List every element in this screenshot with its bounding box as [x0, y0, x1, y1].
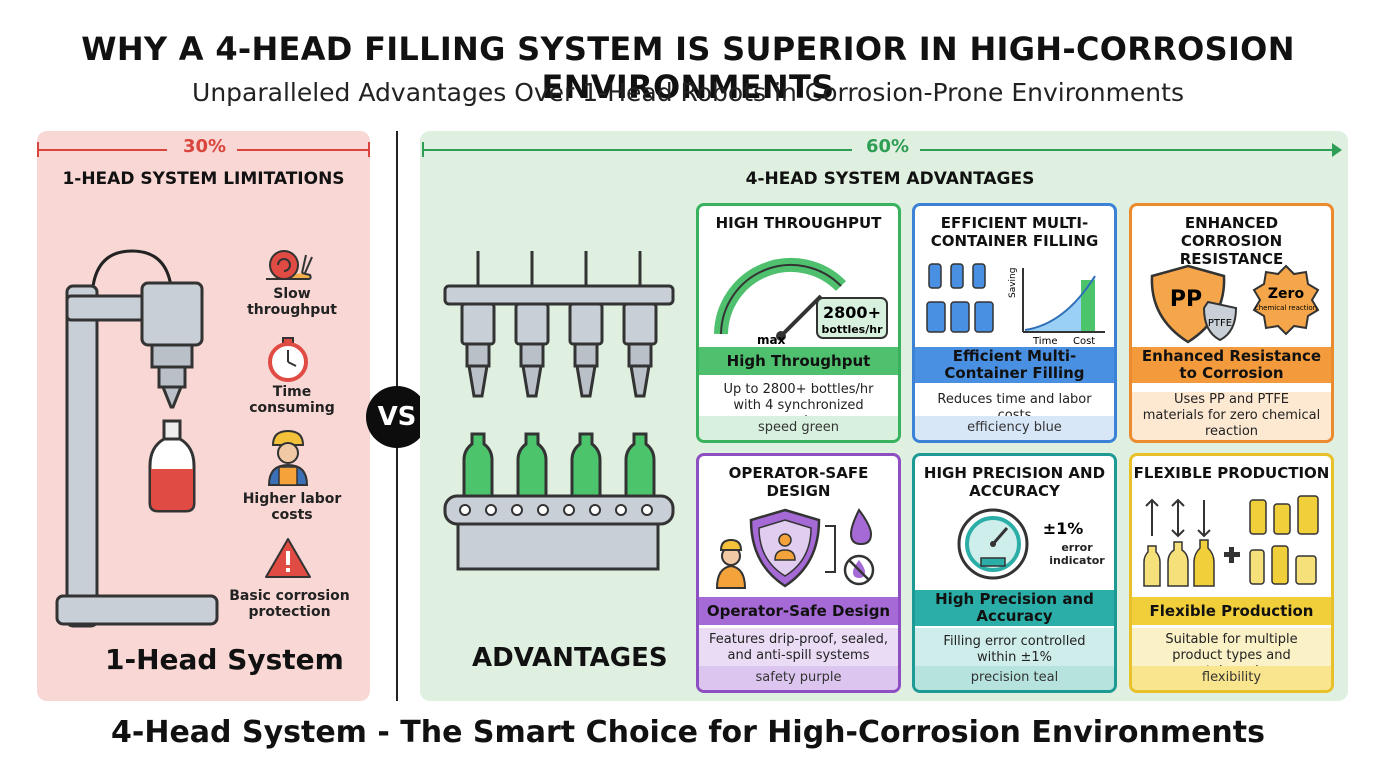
card-desc: Uses PP and PTFE materials for zero chem… [1132, 392, 1331, 440]
chart-x-label-cost: Cost [1073, 336, 1095, 344]
stopwatch-icon [268, 337, 308, 382]
shield-text: PP [1170, 287, 1202, 312]
page-subtitle: Unparalleled Advantages Over 1-Head Robo… [192, 78, 1184, 107]
left-percent-label: 30% [182, 136, 227, 157]
card-tag: safety purple [699, 666, 898, 690]
single-head-machine-illustration [55, 249, 219, 628]
right-percent-arrow [1332, 143, 1342, 157]
card-high-throughput: HIGH THROUGHPUT max 2800+ bottles/hr Hig… [696, 203, 901, 443]
gauge-unit: bottles/hr [822, 323, 884, 336]
snail-icon [266, 250, 313, 280]
gauge-value: 2800+ [823, 303, 881, 322]
seal-small-text: chemical reaction [1255, 304, 1317, 312]
precision-dial-icon: ±1% [957, 508, 1084, 580]
card-title: FLEXIBLE PRODUCTION [1133, 464, 1330, 482]
right-percent-line-right [920, 149, 1340, 151]
left-percent-line-right [237, 149, 370, 151]
left-heading: 1-HEAD SYSTEM LIMITATIONS [62, 169, 345, 189]
zero-reaction-seal-icon: Zero chemical reaction [1252, 264, 1320, 336]
card-tag: precision teal [915, 666, 1114, 690]
warning-icon [265, 538, 311, 578]
card-band: High Precision and Accuracy [915, 590, 1114, 626]
card-operator-safe-design: OPERATOR-SAFE DESIGN Operator-Safe Desig… [696, 453, 901, 693]
ptfe-badge-text: PTFE [1208, 318, 1232, 329]
one-head-panel: 30% 1-HEAD SYSTEM LIMITATIONS Slow throu… [37, 131, 370, 701]
flexible-bottles-icon [1143, 495, 1319, 587]
card-band: Efficient Multi-Container Filling [915, 347, 1114, 383]
worker-icon [267, 429, 309, 486]
card-desc: Filling error controlled within ±1% [915, 628, 1114, 672]
bottles-chart-icon: Saving Time Cost [926, 263, 1105, 344]
card-band: Enhanced Resistance to Corrosion [1132, 347, 1331, 383]
left-item-basic-corrosion-protection: Basic corrosion protection [229, 588, 350, 620]
card-desc: Features drip-proof, sealed, and anti-sp… [699, 628, 898, 672]
right-heading: 4-HEAD SYSTEM ADVANTAGES [745, 169, 1035, 189]
card-band: Flexible Production [1132, 597, 1331, 625]
card-title: HIGH PRECISION AND ACCURACY [923, 464, 1106, 500]
four-head-machine-illustration [443, 251, 675, 571]
shield-icon: PP PTFE [1150, 264, 1238, 344]
left-item-time-consuming: Time consuming [249, 384, 335, 416]
card-high-precision-accuracy: HIGH PRECISION AND ACCURACY ±1% error in… [912, 453, 1117, 693]
card-title: ENHANCED CORROSION RESISTANCE [1179, 214, 1284, 268]
chart-y-label: Saving [1008, 268, 1018, 298]
left-percent-tick-l [37, 142, 39, 157]
card-band: High Throughput [699, 347, 898, 375]
right-percent-label: 60% [865, 136, 910, 157]
card-efficient-multi-container: EFFICIENT MULTI-CONTAINER FILLING Saving… [912, 203, 1117, 443]
card-title: HIGH THROUGHPUT [715, 214, 882, 232]
card-tag: speed green [699, 416, 898, 440]
right-percent-tick-l [422, 142, 424, 157]
advantages-label: ADVANTAGES [472, 643, 668, 673]
card-title: OPERATOR-SAFE DESIGN [728, 464, 869, 500]
one-head-system-label: 1-Head System [105, 643, 344, 676]
chart-x-label-time: Time [1032, 336, 1057, 344]
card-tag: flexibility [1132, 666, 1331, 690]
error-value: ±1% [1043, 519, 1084, 538]
page-title: WHY A 4-HEAD FILLING SYSTEM IS SUPERIOR … [81, 30, 1295, 106]
seal-big-text: Zero [1268, 286, 1305, 302]
left-item-higher-labor-costs: Higher labor costs [242, 491, 342, 523]
card-tag: efficiency blue [915, 416, 1114, 440]
gauge-icon: max 2800+ bottles/hr [714, 257, 888, 344]
card-band: Operator-Safe Design [699, 597, 898, 625]
vs-badge: VS [366, 386, 428, 448]
card-title: EFFICIENT MULTI-CONTAINER FILLING [930, 214, 1099, 250]
gauge-max-label: max [757, 333, 786, 344]
footer-tagline: 4-Head System - The Smart Choice for Hig… [111, 715, 1265, 750]
left-item-slow-throughput: Slow throughput [247, 286, 337, 318]
card-enhanced-corrosion-resistance: ENHANCED CORROSION RESISTANCE PP PTFE Ze… [1129, 203, 1334, 443]
four-head-panel: 60% 4-HEAD SYSTEM ADVANTAGES [420, 131, 1348, 701]
safety-shield-icon [715, 508, 875, 589]
left-percent-line [37, 149, 167, 151]
card-flexible-production: FLEXIBLE PRODUCTION Flexible Production … [1129, 453, 1334, 693]
error-indicator-label: error indicator [1049, 541, 1105, 567]
right-percent-line-left [422, 149, 852, 151]
left-percent-tick-r [368, 142, 370, 157]
